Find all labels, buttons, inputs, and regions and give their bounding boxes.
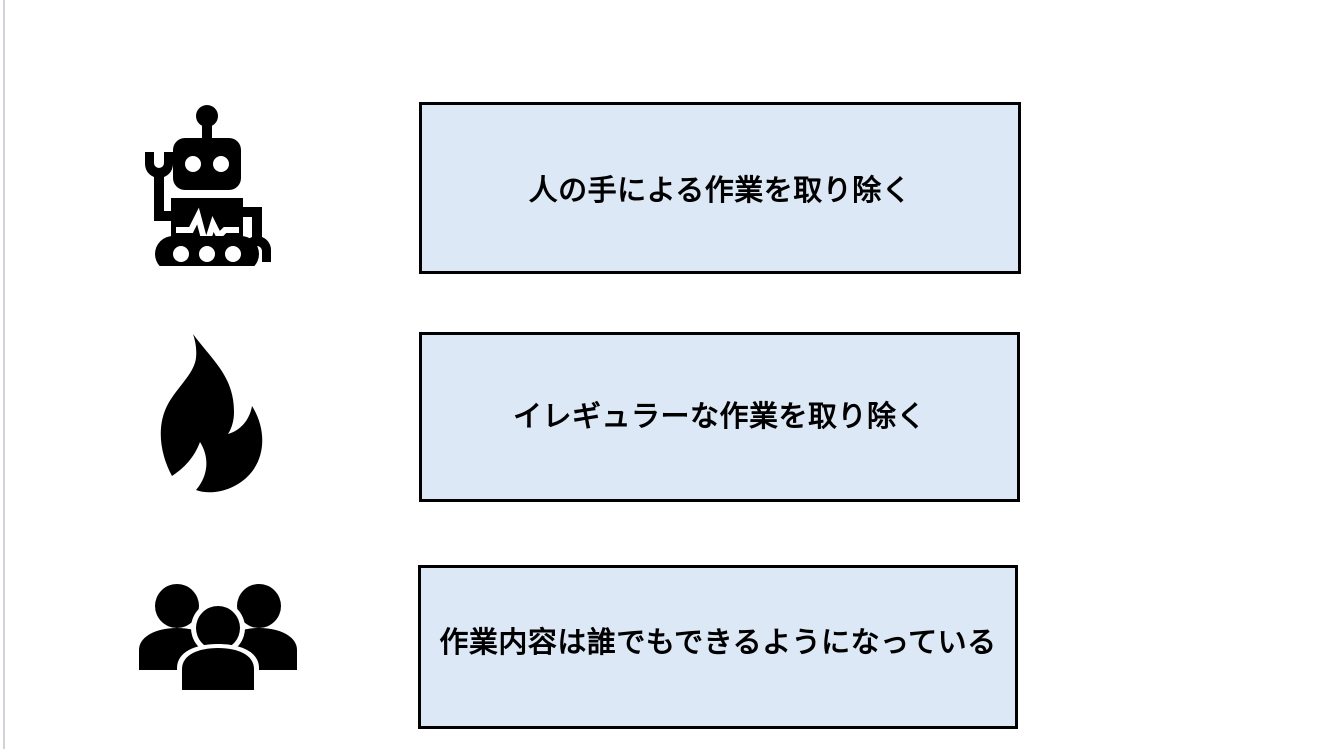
statement-text-1: 人の手による作業を取り除く: [528, 175, 912, 207]
statement-box-3: 作業内容は誰でもできるようになっている: [418, 565, 1018, 729]
statement-box-1: 人の手による作業を取り除く: [419, 102, 1021, 274]
robot-icon: [133, 104, 281, 266]
statement-text-2: イレギュラーな作業を取り除く: [512, 400, 926, 433]
slide-left-edge-rule: [3, 0, 5, 749]
statement-box-2: イレギュラーな作業を取り除く: [419, 332, 1020, 502]
statement-text-3: 作業内容は誰でもできるようになっている: [439, 627, 997, 659]
people-group-icon: [133, 578, 303, 690]
flame-icon: [138, 330, 278, 496]
